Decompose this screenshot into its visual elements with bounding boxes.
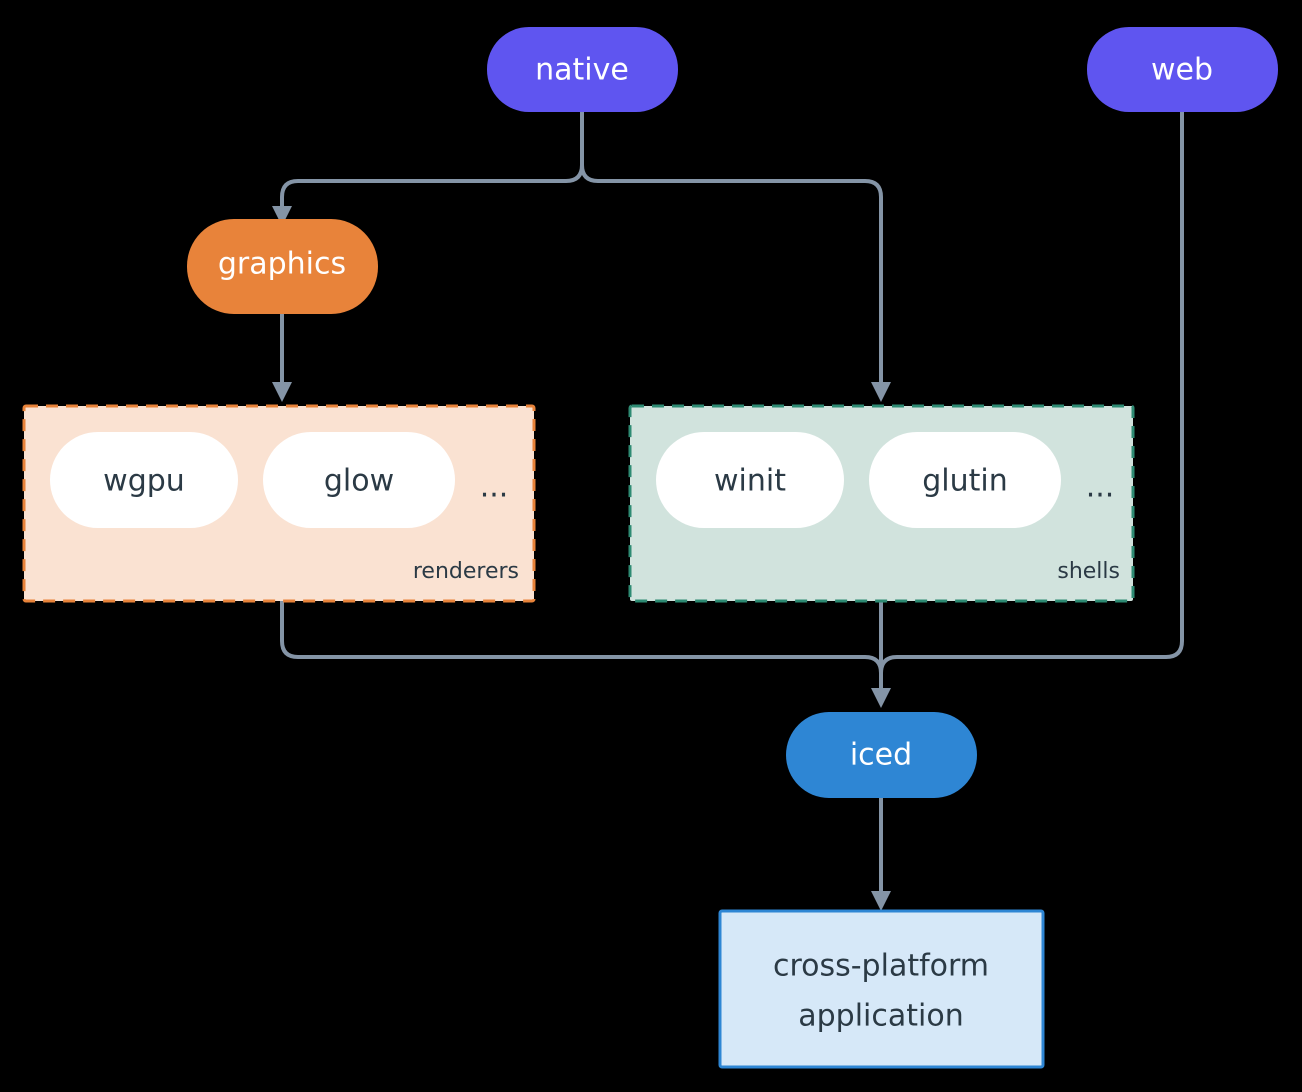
shell-pill-winit[interactable] xyxy=(656,432,844,528)
shell-pill-glutin[interactable] xyxy=(869,432,1061,528)
edge-graphics-renderers xyxy=(272,314,292,402)
node-app-label-line2: application xyxy=(798,999,963,1034)
renderer-pill-glow[interactable] xyxy=(263,432,455,528)
edge-web-to-iced-path xyxy=(879,112,1184,694)
group-shells: winit glutin ... shells xyxy=(628,404,1135,603)
node-graphics[interactable]: graphics xyxy=(187,219,378,314)
node-graphics-label: graphics xyxy=(218,247,346,282)
arrowhead-icon xyxy=(871,891,891,911)
group-renderers: wgpu glow ... renderers xyxy=(22,404,536,603)
node-graphics-shape[interactable] xyxy=(187,219,378,314)
node-iced-shape[interactable] xyxy=(786,712,977,798)
renderers-ellipsis: ... xyxy=(480,470,509,505)
edge-renderers-iced xyxy=(280,601,883,694)
edge-native-split xyxy=(272,112,584,226)
node-app-label-line1: cross-platform xyxy=(773,949,989,984)
node-iced-label: iced xyxy=(850,738,912,773)
shells-group-caption: shells xyxy=(1057,559,1120,584)
node-web-shape[interactable] xyxy=(1087,27,1278,112)
renderers-group-caption: renderers xyxy=(413,559,519,584)
edge-native-to-shells-path xyxy=(580,112,883,388)
shells-ellipsis: ... xyxy=(1086,470,1115,505)
edge-native-shells xyxy=(580,112,891,402)
shell-pill-glutin-label: glutin xyxy=(922,464,1008,499)
edge-web-iced xyxy=(879,112,1184,694)
arrowhead-icon xyxy=(871,688,891,708)
node-web-label: web xyxy=(1151,53,1213,88)
edge-iced-app xyxy=(871,798,891,911)
node-app-shape[interactable] xyxy=(718,909,1045,1069)
arrowhead-icon xyxy=(871,382,891,402)
node-native-shape[interactable] xyxy=(487,27,678,112)
node-native[interactable]: native xyxy=(487,27,678,112)
renderer-pill-wgpu[interactable] xyxy=(50,432,238,528)
arrowhead-icon xyxy=(272,206,292,226)
arrowhead-icon xyxy=(272,382,292,402)
shell-pill-winit-label: winit xyxy=(714,464,786,499)
node-cross-platform-application[interactable]: cross-platform application xyxy=(718,909,1045,1069)
renderer-pill-glow-label: glow xyxy=(324,464,394,499)
node-native-label: native xyxy=(535,53,629,88)
node-web[interactable]: web xyxy=(1087,27,1278,112)
edge-renderers-to-iced-path xyxy=(280,601,883,694)
renderer-pill-wgpu-label: wgpu xyxy=(103,464,185,499)
edge-native-to-graphics-path xyxy=(280,112,584,212)
node-iced[interactable]: iced xyxy=(786,712,977,798)
